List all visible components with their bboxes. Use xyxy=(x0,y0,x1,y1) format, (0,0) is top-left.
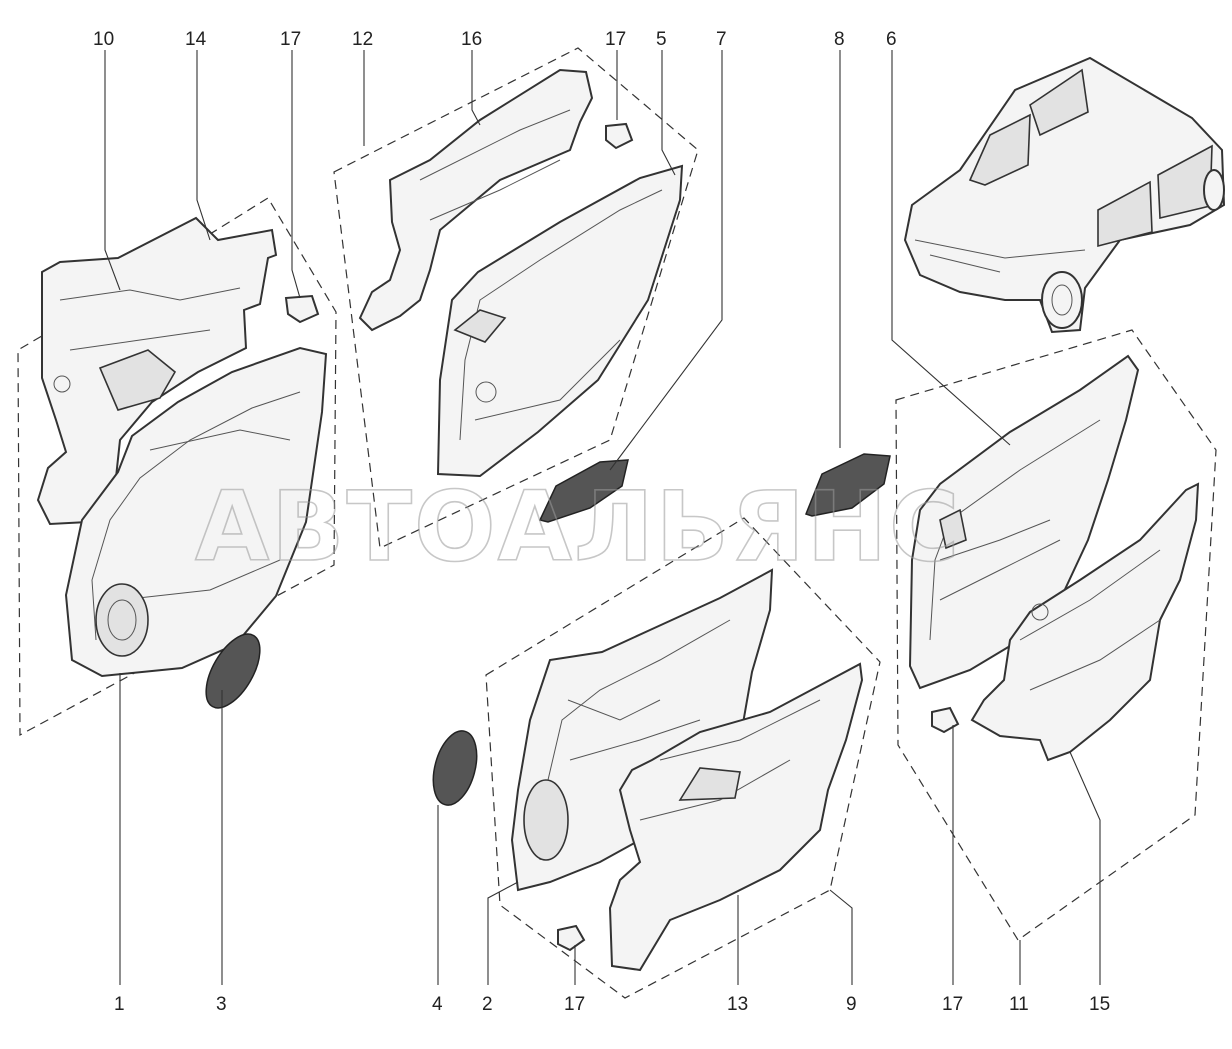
callout-4: 4 xyxy=(432,994,443,1015)
group-boundary-rear-left xyxy=(333,47,699,549)
callout-17-bottom-left: 17 xyxy=(564,994,585,1015)
rear-right-sound-insulation xyxy=(970,482,1200,762)
group-boundary-front-right xyxy=(485,517,881,999)
clip-17-front-right xyxy=(557,924,586,952)
leader-lines xyxy=(104,50,1101,985)
callout-5: 5 xyxy=(656,29,667,50)
callout-6: 6 xyxy=(886,29,897,50)
group-boundary-rear-right xyxy=(895,329,1217,941)
callout-11: 11 xyxy=(1009,994,1029,1015)
rear-left-handle-bezel xyxy=(538,459,629,523)
callout-15: 15 xyxy=(1089,994,1110,1015)
callout-8: 8 xyxy=(834,29,845,50)
front-right-door-panel xyxy=(510,568,774,892)
watermark-text: АВТОАЛЬЯНС xyxy=(195,471,961,583)
front-left-door-panel xyxy=(64,346,328,678)
callout-2: 2 xyxy=(482,994,493,1015)
front-left-sound-insulation xyxy=(36,216,278,526)
callout-13: 13 xyxy=(727,994,748,1015)
callout-17-top-right: 17 xyxy=(605,29,626,50)
callouts: 10 14 17 12 16 17 5 7 8 6 1 3 4 2 17 13 … xyxy=(93,29,1110,1015)
callout-3: 3 xyxy=(216,994,227,1015)
rear-left-sound-insulation xyxy=(358,68,594,332)
callout-12: 12 xyxy=(352,29,373,50)
callout-14: 14 xyxy=(185,29,207,50)
clip-17-front-left xyxy=(284,294,320,324)
callout-1: 1 xyxy=(114,994,125,1015)
rear-right-handle-bezel xyxy=(805,453,891,517)
group-boundary-front-left xyxy=(17,197,337,737)
callout-17-bottom-right: 17 xyxy=(942,994,963,1015)
callout-7: 7 xyxy=(716,29,727,50)
vehicle-thumbnail xyxy=(903,56,1226,334)
rear-right-door-panel xyxy=(908,354,1140,690)
speaker-grille-3 xyxy=(205,633,261,709)
speaker-grille-4 xyxy=(432,730,478,806)
callout-17-top-left: 17 xyxy=(280,29,301,50)
callout-16: 16 xyxy=(461,29,482,50)
clip-17-rear-right xyxy=(931,706,960,734)
clip-17-rear-left xyxy=(605,122,634,150)
callout-10: 10 xyxy=(93,29,114,50)
callout-9: 9 xyxy=(846,994,857,1015)
rear-left-door-panel xyxy=(436,164,684,478)
front-right-sound-insulation xyxy=(608,662,864,972)
